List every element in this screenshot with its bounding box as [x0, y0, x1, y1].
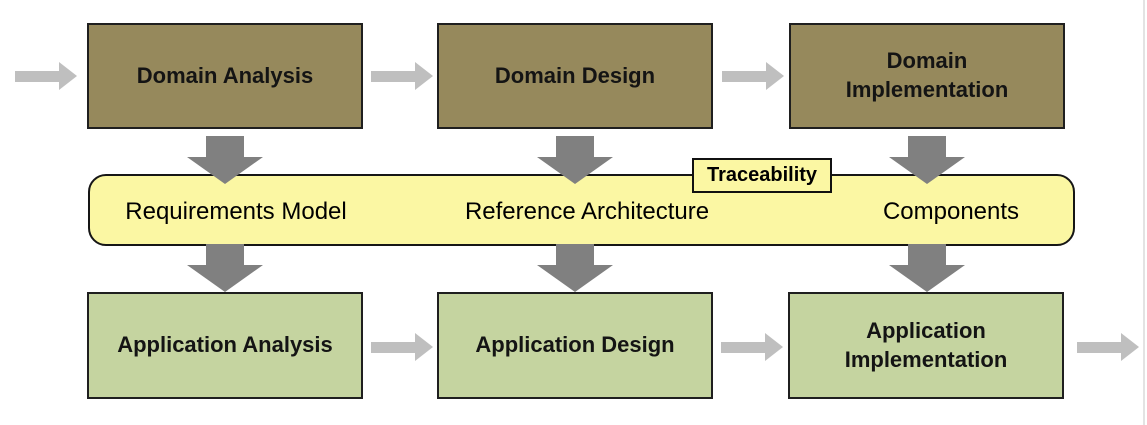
arrow-right-icon-out-of-application-implementation [1077, 332, 1139, 362]
arrow-head [59, 62, 77, 90]
arrow-down-icon-reference-architecture-to-application-design [537, 244, 613, 292]
arrow-shaft [908, 136, 946, 157]
box-domain-design: Domain Design [437, 23, 713, 129]
arrow-down-icon-requirements-model-to-application-analysis [187, 244, 263, 292]
arrow-shaft [371, 342, 415, 353]
arrow-right-icon-domain-analysis-to-design [371, 61, 433, 91]
box-domain-analysis: Domain Analysis [87, 23, 363, 129]
arrow-shaft [908, 244, 946, 265]
box-label: Application Design [475, 332, 675, 358]
band-label-requirements-model: Requirements Model [125, 198, 347, 225]
arrow-right-icon-application-analysis-to-design [371, 332, 433, 362]
arrow-shaft [206, 136, 244, 157]
arrow-shaft [556, 136, 594, 157]
arrow-head [889, 157, 965, 184]
arrow-head [1121, 333, 1139, 361]
arrow-shaft [722, 71, 766, 82]
arrow-right-icon-into-domain-analysis [15, 61, 77, 91]
arrow-shaft [206, 244, 244, 265]
arrow-shaft [371, 71, 415, 82]
page-border-line [1143, 0, 1145, 425]
arrow-shaft [721, 342, 765, 353]
arrow-down-icon-domain-design-to-reference-architecture [537, 136, 613, 184]
arrow-head [765, 333, 783, 361]
arrow-head [415, 333, 433, 361]
arrow-right-icon-domain-design-to-implementation [722, 61, 784, 91]
arrow-head [187, 265, 263, 292]
box-label: Domain Design [494, 62, 656, 88]
artifacts-band: Requirements Model Reference Architectur… [88, 174, 1075, 246]
arrow-shaft [556, 244, 594, 265]
box-label: Domain Implementation [845, 48, 1009, 102]
box-label: Application Implementation [844, 317, 1008, 372]
box-label: Domain Analysis [136, 62, 314, 88]
arrow-shaft [15, 71, 59, 82]
arrow-head [766, 62, 784, 90]
arrow-head [889, 265, 965, 292]
arrow-head [537, 265, 613, 292]
arrow-shaft [1077, 342, 1121, 353]
arrow-right-icon-application-design-to-implementation [721, 332, 783, 362]
arrow-down-icon-domain-analysis-to-requirements-model [187, 136, 263, 184]
arrow-head [537, 157, 613, 184]
box-application-implementation: Application Implementation [788, 292, 1064, 399]
band-label-reference-architecture: Reference Architecture [464, 198, 710, 225]
arrow-down-icon-domain-implementation-to-components [889, 136, 965, 184]
box-domain-implementation: Domain Implementation [789, 23, 1065, 129]
box-application-design: Application Design [437, 292, 713, 399]
arrow-down-icon-components-to-application-implementation [889, 244, 965, 292]
box-label: Application Analysis [117, 332, 333, 358]
box-application-analysis: Application Analysis [87, 292, 363, 399]
traceability-tag: Traceability [692, 158, 832, 193]
arrow-head [415, 62, 433, 90]
band-label-components: Components [882, 198, 1020, 225]
traceability-label: Traceability [706, 164, 818, 186]
arrow-head [187, 157, 263, 184]
